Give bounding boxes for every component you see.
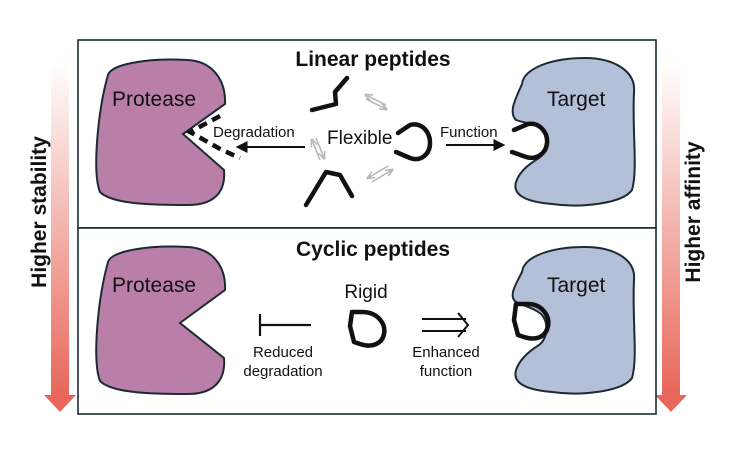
flexible-label: Flexible xyxy=(327,128,392,149)
stability-gradient-arrow xyxy=(44,62,76,412)
bound-cyclic-peptide xyxy=(511,301,551,341)
target-label-cyclic: Target xyxy=(547,274,606,297)
rigid-label: Rigid xyxy=(344,282,387,303)
target-label-linear: Target xyxy=(547,88,606,111)
reduced-label-line2: degradation xyxy=(243,363,322,380)
linear-panel-title: Linear peptides xyxy=(295,48,450,71)
reduced-label-line1: Reduced xyxy=(253,344,313,361)
linear-peptide-wiggle xyxy=(309,75,350,113)
protease-shape-cyclic xyxy=(95,245,227,396)
degradation-label: Degradation xyxy=(213,124,295,141)
side-label-stability: Higher stability xyxy=(28,136,51,288)
enhanced-function-arrow xyxy=(422,312,470,338)
cleaved-peptide-fragment xyxy=(185,114,241,161)
function-label: Function xyxy=(440,124,498,141)
equilibrium-arrows xyxy=(312,95,392,183)
protease-shape-linear xyxy=(95,58,227,207)
cyclic-peptide xyxy=(347,309,387,348)
side-label-affinity: Higher affinity xyxy=(682,141,705,282)
linear-peptide-hook xyxy=(393,122,433,162)
affinity-gradient-arrow xyxy=(655,62,687,412)
protease-label-cyclic: Protease xyxy=(112,274,196,297)
cyclic-panel-title: Cyclic peptides xyxy=(296,238,450,261)
bound-peptide-linear xyxy=(509,121,550,160)
inhibition-symbol xyxy=(258,314,311,336)
linear-peptide-bent xyxy=(303,169,355,208)
protease-label-linear: Protease xyxy=(112,88,196,111)
target-shape-cyclic xyxy=(511,245,636,395)
enhanced-label-line1: Enhanced xyxy=(412,344,480,361)
enhanced-label-line2: function xyxy=(420,363,473,380)
